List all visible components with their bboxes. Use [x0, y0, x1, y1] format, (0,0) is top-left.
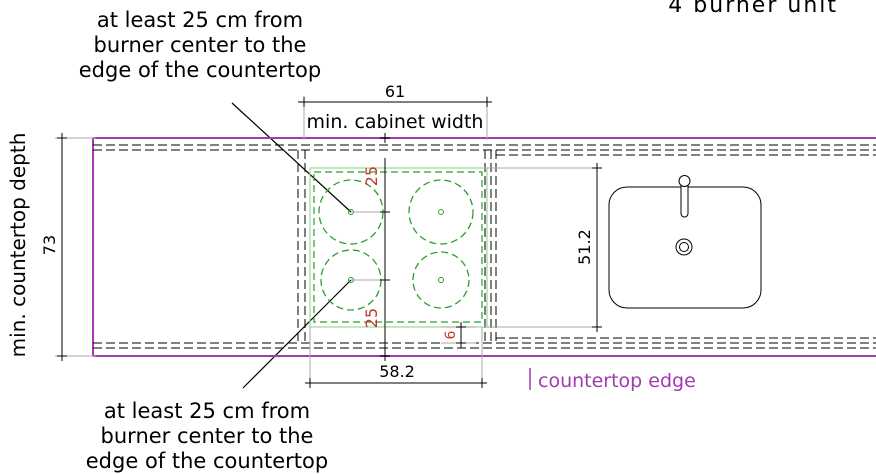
burner-centers — [348, 209, 444, 283]
hob-inner — [313, 171, 483, 323]
countertop-depth-label: min. countertop depth — [6, 133, 30, 358]
burner-top-right — [408, 179, 474, 245]
burners — [318, 179, 474, 311]
hob-width-dimension — [305, 327, 487, 388]
countertop-depth-value: 73 — [40, 235, 59, 255]
note-bottom-line-1: at least 25 cm from — [104, 399, 310, 423]
burner-edge-dimension — [351, 133, 390, 361]
sink-drain-inner — [679, 242, 689, 252]
cabinet-width-label: min. cabinet width — [307, 111, 484, 133]
leader-bottom — [242, 279, 352, 389]
note-top-line-2: burner center to the — [94, 33, 307, 57]
title-fragment: 4 burner unit — [668, 0, 838, 18]
hob-cabinet — [297, 150, 492, 343]
cabinet-width-dimension — [298, 96, 492, 140]
note-top: at least 25 cm from burner center to the… — [79, 8, 321, 82]
hob-depth-value: 51.2 — [575, 229, 594, 265]
hob-outer — [309, 167, 488, 328]
cabinet-width-value: 61 — [385, 82, 405, 101]
hob-depth-dimension — [485, 163, 602, 332]
burner-bottom-right — [412, 251, 470, 309]
note-top-line-3: edge of the countertop — [79, 58, 321, 82]
sink — [608, 175, 762, 309]
note-top-line-1: at least 25 cm from — [97, 8, 303, 32]
countertop-depth-dimension — [55, 133, 96, 361]
burner-top-distance: 25 — [362, 166, 381, 186]
small-distance: 6 — [443, 330, 459, 339]
sink-faucet-base — [678, 175, 691, 187]
leader-top — [231, 102, 352, 213]
sink-drain-outer — [675, 238, 693, 256]
note-bottom-line-3: edge of the countertop — [86, 449, 328, 473]
countertop-edge-label: countertop edge — [538, 370, 696, 392]
countertop-outline — [92, 137, 876, 357]
note-bottom: at least 25 cm from burner center to the… — [86, 399, 328, 473]
burner-bottom-distance: 25 — [362, 308, 381, 328]
sink-cabinet — [495, 150, 876, 343]
hob-width-value: 58.2 — [379, 362, 415, 381]
small-dimension — [441, 322, 476, 348]
note-bottom-line-2: burner center to the — [101, 424, 314, 448]
